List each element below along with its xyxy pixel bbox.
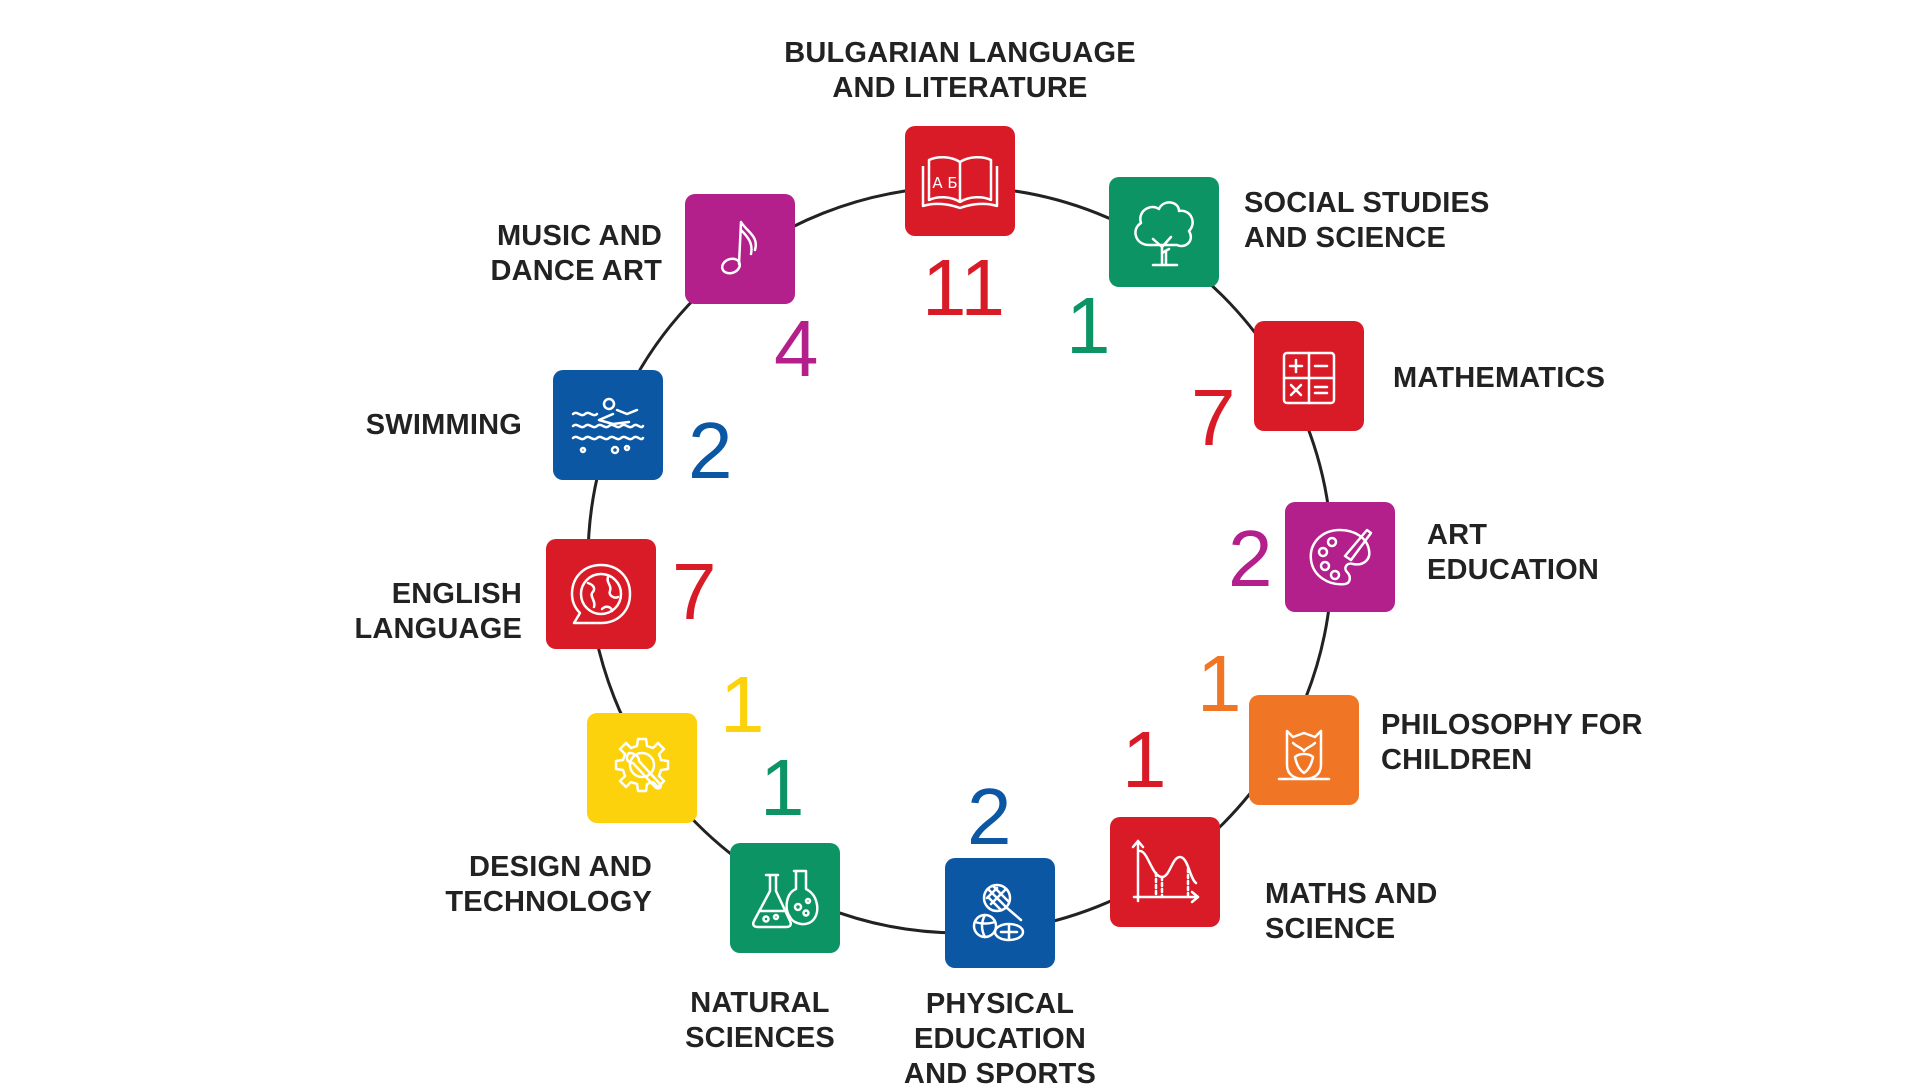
swimming-hours: 2	[688, 406, 733, 495]
physical-education-hours: 2	[967, 772, 1012, 861]
english-language-tile	[546, 539, 656, 649]
book-icon: А Б	[921, 156, 999, 210]
philosophy-label: PHILOSOPHY FOR CHILDREN	[1381, 709, 1643, 776]
design-technology-hours: 1	[720, 660, 765, 749]
swimming-label: SWIMMING	[365, 409, 522, 441]
natural-sciences-hours: 1	[760, 743, 805, 832]
mathematics-label: MATHEMATICS	[1393, 362, 1606, 394]
physical-education-label: PHYSICAL EDUCATION AND SPORTS	[903, 988, 1097, 1090]
sports-balls-icon	[972, 883, 1025, 942]
swimmer-icon	[571, 397, 645, 455]
art-education-label: ART EDUCATION	[1427, 519, 1600, 586]
english-language-label: ENGLISH LANGUAGE	[354, 578, 522, 645]
music-dance-hours: 4	[774, 304, 819, 393]
maths-science-tile	[1110, 817, 1220, 927]
owl-icon	[1277, 729, 1331, 781]
bulgarian-label: BULGARIAN LANGUAGE AND LITERATURE	[784, 37, 1136, 104]
maths-science-hours: 1	[1122, 715, 1167, 804]
palette-icon	[1309, 528, 1373, 586]
bulgarian-hours: 11	[922, 243, 1006, 332]
mathematics-tile	[1254, 321, 1364, 431]
art-education-hours: 2	[1228, 514, 1273, 603]
gear-wrench-icon	[614, 737, 670, 793]
social-studies-tile	[1109, 177, 1219, 287]
tree-icon	[1134, 201, 1194, 267]
english-language-hours: 7	[672, 547, 717, 636]
natural-sciences-label: NATURAL SCIENCES	[685, 987, 835, 1054]
design-technology-label: DESIGN AND TECHNOLOGY	[445, 851, 652, 918]
physical-education-tile	[945, 858, 1055, 968]
art-education-tile	[1285, 502, 1395, 612]
music-dance-label: MUSIC AND DANCE ART	[490, 220, 662, 287]
graph-icon	[1131, 839, 1200, 904]
social-studies-hours: 1	[1066, 281, 1111, 370]
music-note-icon	[720, 220, 758, 275]
svg-text:А Б: А Б	[932, 174, 957, 192]
music-dance-tile	[685, 194, 795, 304]
natural-sciences-tile	[730, 843, 840, 953]
bulgarian-tile: А Б	[905, 126, 1015, 236]
mathematics-hours: 7	[1191, 373, 1236, 462]
flasks-icon	[751, 869, 819, 929]
calculator-icon	[1282, 351, 1336, 405]
philosophy-tile	[1249, 695, 1359, 805]
globe-chat-icon	[570, 563, 632, 625]
philosophy-hours: 1	[1197, 639, 1242, 728]
social-studies-label: SOCIAL STUDIES AND SCIENCE	[1244, 187, 1490, 254]
design-technology-tile	[587, 713, 697, 823]
maths-science-label: MATHS AND SCIENCE	[1265, 878, 1438, 945]
swimming-tile	[553, 370, 663, 480]
